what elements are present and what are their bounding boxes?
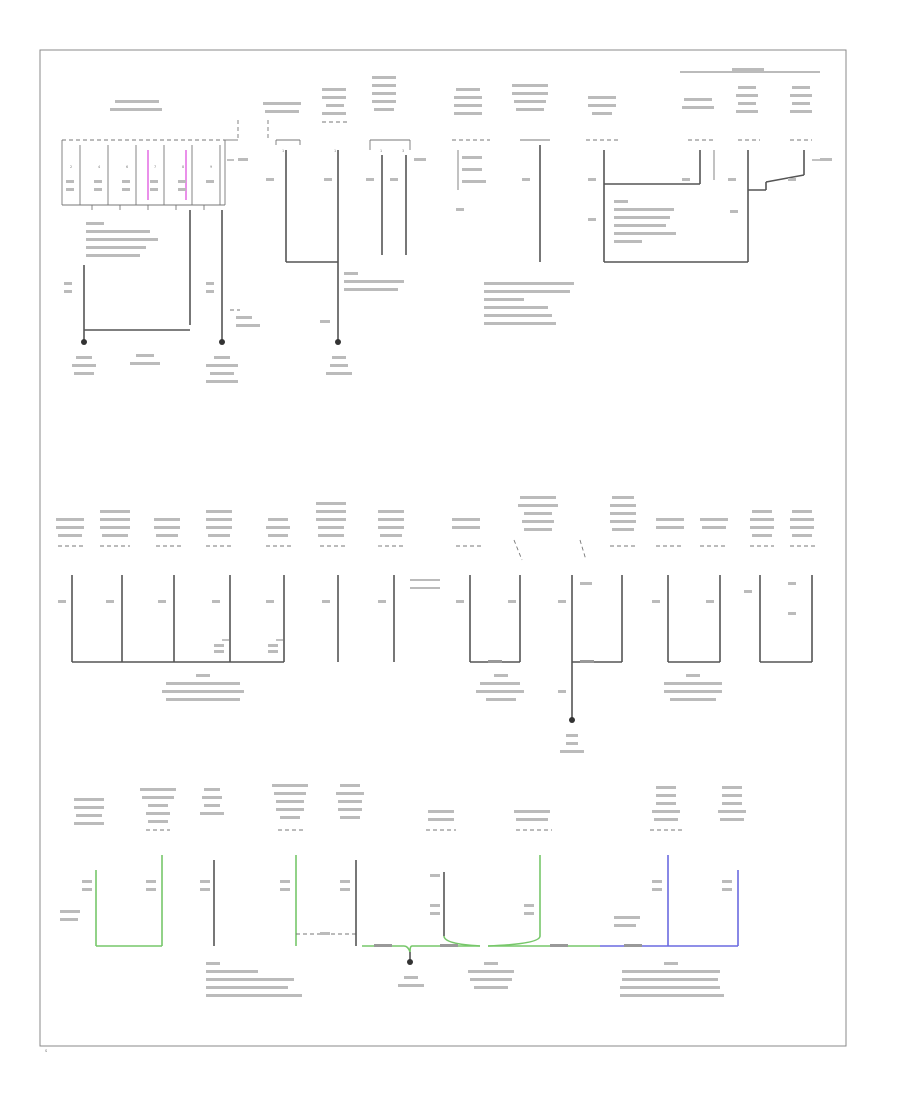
bottom-section	[60, 784, 746, 997]
svg-text:1: 1	[334, 149, 336, 153]
middle-legend-group	[452, 139, 574, 325]
diagram-border	[39, 49, 847, 1047]
middle-connectors	[58, 539, 816, 561]
component-labels-top	[110, 68, 812, 115]
middle-notes	[162, 674, 722, 753]
bottom-notes	[206, 962, 724, 997]
svg-text:1: 1	[282, 149, 284, 153]
svg-text:3: 3	[402, 149, 404, 153]
svg-text:6: 6	[126, 165, 128, 169]
svg-text:1: 1	[380, 149, 382, 153]
svg-text:9: 9	[210, 165, 212, 169]
svg-text:4: 4	[98, 165, 100, 169]
component-labels-bottom	[74, 784, 746, 825]
svg-text:2: 2	[70, 165, 72, 169]
middle-top-group: 1 1 1 3	[266, 120, 426, 375]
footer-label: S	[45, 1049, 47, 1053]
middle-section	[56, 496, 816, 753]
svg-text:7: 7	[154, 165, 156, 169]
bottom-wires	[60, 855, 739, 965]
top-section: 2 4 6 7 8 9	[61, 68, 832, 383]
module-block-left: 2 4 6 7 8 9	[61, 120, 248, 257]
left-grounds	[64, 210, 260, 383]
middle-wires	[58, 575, 813, 723]
component-labels-middle	[56, 496, 814, 537]
right-top-group	[586, 139, 832, 263]
svg-text:8: 8	[182, 165, 184, 169]
